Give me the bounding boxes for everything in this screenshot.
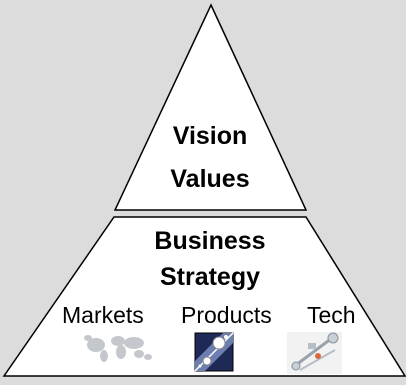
tech-component-icon (287, 332, 342, 374)
world-map-icon (84, 335, 152, 362)
top-tier (113, 3, 308, 211)
products-label: Products (181, 302, 272, 328)
product-chart-icon (194, 332, 234, 372)
markets-label: Markets (62, 302, 144, 328)
vision-label: Vision (172, 122, 248, 150)
values-label: Values (170, 165, 250, 193)
tech-label: Tech (307, 302, 356, 328)
strategy-label: Strategy (159, 263, 261, 291)
business-label: Business (154, 227, 266, 255)
